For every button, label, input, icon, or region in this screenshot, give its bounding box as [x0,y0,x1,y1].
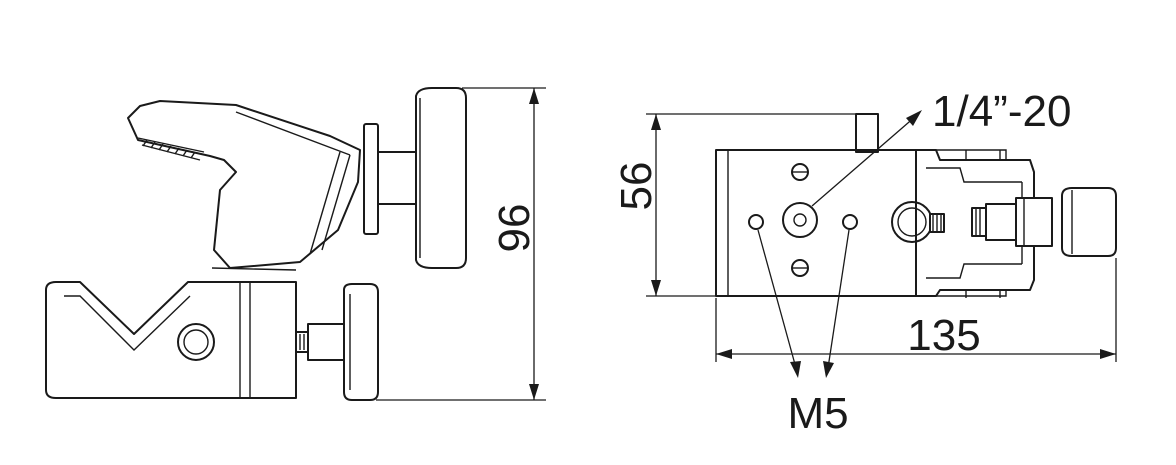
center-thread-hole [782,202,818,238]
dimension-135-label: 135 [907,311,980,360]
clamp-side-view [45,87,467,401]
dimension-96-label: 96 [490,204,539,253]
slot-screw-top [791,163,809,181]
callout-center-thread: 1/4”-20 [811,87,1071,207]
upper-jaw [127,100,361,271]
side-hole [177,323,215,361]
dimension-135: 135 [715,258,1117,362]
side-knob [295,283,379,401]
top-pin [855,113,879,153]
top-knob [363,87,467,269]
callout-m5: M5 [757,229,850,438]
dimension-56: 56 [612,113,858,297]
m5-hole-left [748,214,764,230]
clamp-top-view [715,113,1117,298]
lower-jaw [45,281,297,399]
dimension-56-label: 56 [612,162,661,211]
m5-hole-right [842,214,858,230]
dimension-96: 96 [376,87,546,401]
center-thread-label: 1/4”-20 [932,87,1071,136]
m5-label: M5 [787,389,848,438]
slot-screw-bottom [791,259,809,277]
